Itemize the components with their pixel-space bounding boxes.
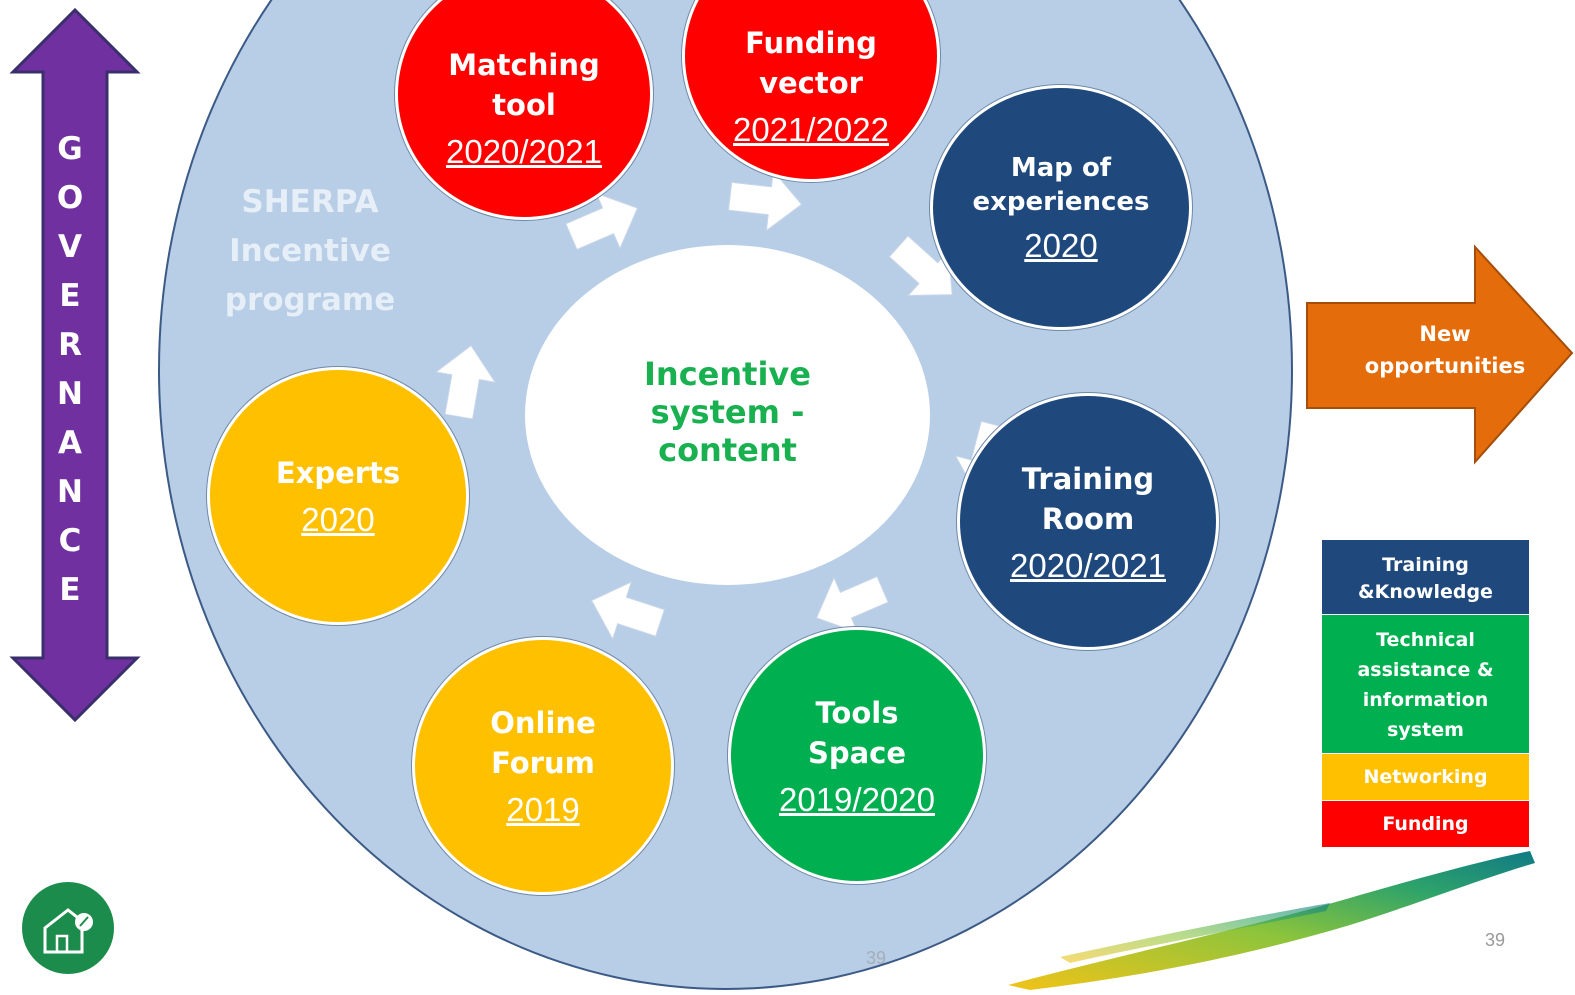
center-label: Incentive system - content bbox=[644, 355, 811, 469]
node-matching-tool: Matching tool 2020/2021 bbox=[395, 0, 653, 220]
legend-technical-assistance: Technical assistance & information syste… bbox=[1322, 615, 1529, 754]
brush-stroke-decoration bbox=[1008, 851, 1535, 990]
node-online-forum: Online Forum 2019 bbox=[412, 637, 674, 895]
flow-arrow bbox=[727, 169, 803, 232]
governance-arrow bbox=[9, 7, 141, 723]
category-legend: Training &Knowledge Technical assistance… bbox=[1322, 540, 1529, 847]
governance-letter: V bbox=[58, 229, 82, 265]
flow-arrow bbox=[565, 192, 639, 251]
legend-networking: Networking bbox=[1322, 754, 1529, 801]
governance-letter: E bbox=[59, 278, 81, 314]
governance-letter: G bbox=[57, 131, 83, 167]
flow-arrow bbox=[434, 344, 497, 420]
page-number: 39 bbox=[1485, 930, 1506, 950]
flow-arrow bbox=[590, 581, 666, 641]
governance-letter: N bbox=[57, 376, 83, 412]
governance-letter: O bbox=[56, 180, 84, 216]
flow-arrow bbox=[888, 235, 953, 296]
node-training-room: Training Room 2020/2021 bbox=[957, 393, 1219, 650]
page-number-faint: 39 bbox=[866, 948, 887, 968]
legend-training-knowledge: Training &Knowledge bbox=[1322, 540, 1529, 615]
new-opportunities-arrow bbox=[1306, 244, 1574, 465]
governance-letter: C bbox=[58, 523, 82, 559]
governance-letter: A bbox=[58, 425, 82, 461]
governance-letter: N bbox=[57, 474, 83, 510]
node-tools-space: Tools Space 2019/2020 bbox=[728, 627, 986, 884]
governance-letter: E bbox=[59, 572, 81, 608]
program-label: SHERPA Incentive programe bbox=[224, 184, 396, 318]
node-experts: Experts 2020 bbox=[207, 367, 469, 625]
legend-funding: Funding bbox=[1322, 801, 1529, 847]
new-opportunities-label: New opportunities bbox=[1364, 322, 1526, 378]
center-ellipse bbox=[525, 245, 930, 585]
flow-arrow bbox=[815, 575, 889, 634]
node-map-of-experiences: Map of experiences 2020 bbox=[930, 85, 1192, 330]
house-leaf-logo bbox=[22, 882, 114, 974]
governance-letter: R bbox=[58, 327, 82, 363]
